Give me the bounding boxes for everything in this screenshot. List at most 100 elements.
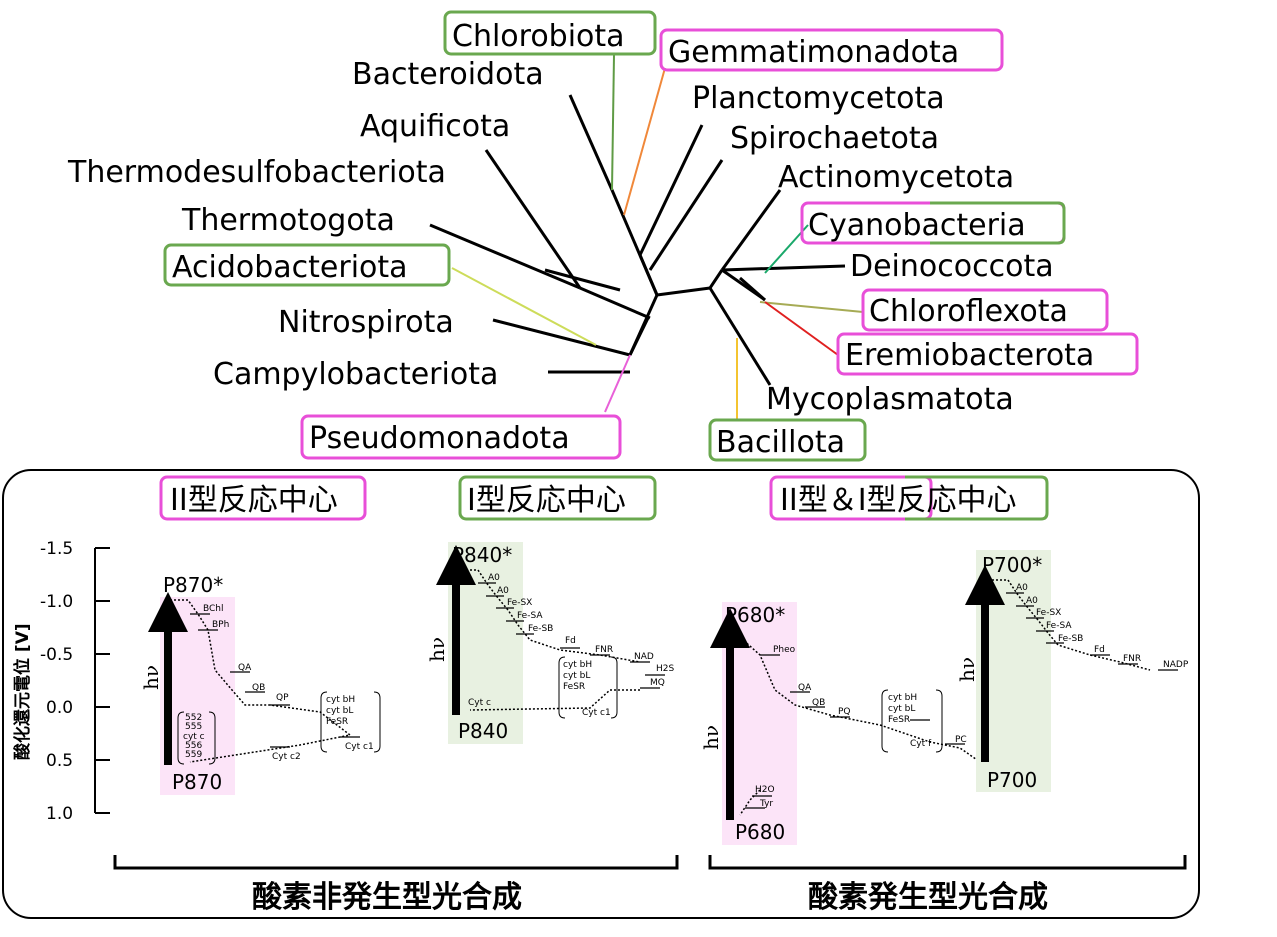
- ps2-hv: hν: [699, 725, 723, 750]
- ps2-h2o: H2O: [755, 785, 775, 795]
- type2-cytbh: cyt bH: [326, 695, 355, 705]
- label-campylobacteriota: Campylobacteriota: [213, 357, 498, 392]
- bracket-oxygenic: [708, 855, 1187, 870]
- type1-fesx: Fe-SX: [507, 598, 532, 608]
- axis-title: 酸化還元電位 [V]: [12, 623, 33, 760]
- type1-fesa: Fe-SA: [517, 611, 543, 621]
- label-mycoplasmatota: Mycoplasmatota: [766, 382, 1014, 417]
- label-aquificota: Aquificota: [360, 109, 510, 144]
- label-deinococcota: Deinococcota: [850, 249, 1054, 284]
- type2-qa: QA: [238, 663, 252, 673]
- type1-p-bottom: P840: [458, 719, 508, 743]
- ps1-p-top: P700*: [982, 553, 1042, 577]
- type2-c559: 559: [185, 750, 202, 760]
- ps2-cytbh: cyt bH: [888, 693, 917, 703]
- type2-qb: QB: [252, 683, 265, 693]
- type2-fesr: FeSR: [326, 717, 348, 727]
- label-spirochaetota: Spirochaetota: [730, 121, 939, 156]
- branch-gemmatimonadota: [623, 67, 666, 216]
- type2-bph: BPh: [212, 620, 229, 630]
- ps2-pc: PC: [955, 735, 967, 745]
- tick-label: -0.5: [40, 645, 73, 665]
- ps1-fesx: Fe-SX: [1036, 608, 1061, 618]
- box-bacillota: [708, 418, 867, 462]
- tick-label: -1.0: [40, 592, 73, 612]
- type2-cytc2: Cyt c2: [272, 752, 301, 762]
- type1-a1: A0: [497, 586, 509, 596]
- branch-eremiobacterota: [764, 301, 839, 356]
- type1-cytbl: cyt bL: [563, 671, 590, 681]
- label-cyanobacteria: Cyanobacteria: [808, 208, 1026, 243]
- type2-hv: hν: [139, 665, 163, 690]
- box-acidobacteriota: [163, 243, 451, 287]
- label-pseudomonadota: Pseudomonadota: [309, 421, 570, 456]
- type1-nad: NAD: [634, 652, 654, 662]
- type1-hv: hν: [425, 637, 449, 662]
- ps2-qa: QA: [798, 683, 812, 693]
- redox-axis: -1.5 -1.0 -0.5 0.0 0.5 1.0 酸化還元電位 [V]: [12, 539, 110, 824]
- type2-c555: 555: [185, 722, 202, 732]
- type1-cytbh: cyt bH: [563, 660, 592, 670]
- title-rc-type1: I型反応中心: [467, 483, 626, 518]
- bracket-anoxygenic: [113, 855, 679, 870]
- type2-bchl: BChl: [203, 604, 224, 614]
- label-chlorobiota: Chlorobiota: [452, 19, 625, 54]
- ps2-fesr: FeSR: [888, 715, 910, 725]
- ps1-nadp: NADP: [1163, 660, 1189, 670]
- tick-label: 0.0: [46, 698, 73, 718]
- tick-label: 1.0: [46, 804, 73, 824]
- phylogenetic-tree: Chlorobiota Gemmatimonadota Bacteroidota…: [67, 10, 1139, 462]
- type2-c556: 556: [185, 741, 202, 751]
- label-anoxygenic: 酸素非発生型光合成: [252, 880, 522, 915]
- ps2-p-top: P680*: [725, 603, 785, 627]
- ps1-fnr: FNR: [1123, 654, 1141, 664]
- label-planctomycetota: Planctomycetota: [692, 81, 945, 116]
- type2-cytbl: cyt bL: [326, 706, 353, 716]
- type1-fesr: FeSR: [563, 682, 585, 692]
- type1-fesb: Fe-SB: [528, 624, 553, 634]
- label-oxygenic: 酸素発生型光合成: [808, 880, 1048, 915]
- ps1-hv: hν: [955, 657, 979, 682]
- ps2-p-bottom: P680: [735, 820, 785, 844]
- ps1-a0: A0: [1016, 583, 1028, 593]
- type1-a0: A0: [488, 573, 500, 583]
- type1-cytc: Cyt c: [468, 698, 491, 708]
- label-bacteroidota: Bacteroidota: [352, 57, 544, 92]
- title-rc-type2: II型反応中心: [170, 483, 338, 518]
- type1-cytc1: Cyt c1: [582, 708, 611, 718]
- branch-pseudomonadota: [604, 354, 631, 413]
- ps1-diagram: P700* P700 hν A0 A0 Fe-SX Fe-SA Fe-SB Fd…: [955, 550, 1189, 792]
- ps2-pheo: Pheo: [773, 645, 796, 655]
- ps2-qb: QB: [812, 698, 825, 708]
- label-acidobacteriota: Acidobacteriota: [172, 250, 408, 285]
- type1-fnr: FNR: [595, 645, 613, 655]
- ps1-a1: A0: [1026, 596, 1038, 606]
- tick-label: -1.5: [40, 539, 73, 559]
- label-gemmatimonadota: Gemmatimonadota: [668, 35, 959, 70]
- tick-label: 0.5: [46, 751, 73, 771]
- label-thermodesulfobacteriota: Thermodesulfobacteriota: [67, 155, 446, 190]
- box-chloroflexota: [861, 288, 1109, 332]
- ps2-tyr: Tyr: [759, 799, 773, 809]
- ps2-pq: PQ: [838, 707, 851, 717]
- ps2-cytf: Cyt f: [910, 739, 932, 749]
- ps1-p-bottom: P700: [987, 768, 1037, 792]
- label-actinomycetota: Actinomycetota: [778, 160, 1014, 195]
- type1-mq: MQ: [650, 678, 665, 688]
- tree-root-branch: [656, 286, 711, 297]
- type1-fd: Fd: [565, 636, 576, 646]
- ps1-fd: Fd: [1094, 645, 1105, 655]
- ps1-fesb: Fe-SB: [1058, 634, 1083, 644]
- label-chloroflexota: Chloroflexota: [869, 294, 1068, 329]
- label-bacillota: Bacillota: [716, 425, 845, 460]
- type1-diagram: P840* P840 hν A0 A0 Fe-SX Fe-SA Fe-SB Fd…: [425, 542, 674, 744]
- branch-chloroflexota: [759, 301, 864, 313]
- box-chlorobiota: [443, 10, 657, 56]
- label-eremiobacterota: Eremiobacterota: [845, 338, 1094, 373]
- box-rc-type2: [159, 475, 367, 521]
- type2-diagram: P870* P870 hν BChl BPh QA QB QP cyt bH c…: [139, 573, 381, 795]
- type2-c552: 552: [185, 713, 202, 723]
- box-rc-type1: [458, 475, 657, 521]
- type1-p-top: P840*: [452, 543, 512, 567]
